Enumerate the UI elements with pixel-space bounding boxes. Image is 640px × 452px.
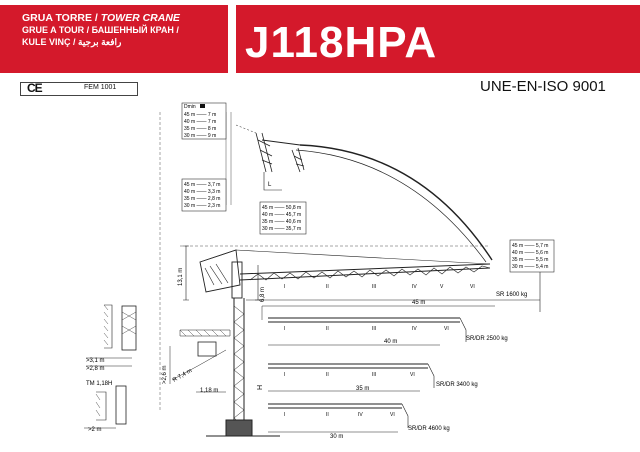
section-label: III (372, 284, 376, 290)
height-row-30: 30 m —— 35,7 m (262, 226, 301, 232)
l-row-40: 40 m —— 3,3 m (184, 189, 220, 195)
fem-standard: FEM 1001 (84, 84, 117, 91)
slewing-unit (231, 261, 243, 299)
raised-jib-lattice (255, 132, 273, 173)
height-row-45: 45 m —— 50,8 m (262, 205, 301, 211)
clearance-3-1-label: >3,1 m (86, 358, 105, 364)
jib-load-label: SR/DR 3400 kg (436, 382, 478, 388)
model-title: J118HPA (245, 18, 438, 67)
certification-box (20, 82, 138, 96)
header-banner (0, 5, 640, 73)
height-table: 45 m —— 50,8 m 40 m —— 45,7 m 35 m —— 40… (259, 201, 307, 235)
luffing-table: Dmin 45 m —— 7 m 40 m —— 7 m 35 m —— 8 m… (181, 102, 227, 140)
right-row-45: 45 m —— 5,7 m (512, 243, 548, 249)
tower-mast (233, 298, 245, 430)
luffing-row-35: 35 m —— 8 m (184, 126, 216, 132)
jib-length-label: 40 m (384, 339, 397, 345)
clearance-2-6-label: >2,6 m (162, 365, 168, 384)
l-dimension-label: L (268, 182, 272, 188)
height-6-8-label: 6,8 m (260, 287, 266, 302)
base-1-18-label: 1,18 m (200, 388, 218, 394)
jib-config-45m: I II III IV V VI 45 m SR 1600 kg (284, 284, 527, 306)
luffed-jib-arc (299, 144, 493, 261)
section-label: V (440, 284, 444, 290)
section-label: I (284, 326, 285, 332)
height-13-1-label: 13,1 m (178, 268, 184, 286)
ce-mark: CE (27, 81, 43, 95)
crane-type-en: TOWER CRANE (100, 12, 180, 24)
jib-30m (268, 403, 402, 409)
luffing-row-40: 40 m —— 7 m (184, 119, 216, 125)
luffing-table-header: Dmin (184, 104, 196, 110)
crane-type-labels: GRUA TORRE / TOWER CRANE GRUE A TOUR / Б… (22, 12, 180, 48)
crane-type-es: GRUA TORRE / (22, 12, 101, 24)
crane-type-tr-ar: KULE VINÇ / رافعة برجية (22, 37, 122, 47)
height-row-35: 35 m —— 40,6 m (262, 219, 301, 225)
height-h-label: H (257, 385, 264, 390)
section-label: I (284, 412, 285, 418)
jib-length-label: 45 m (412, 300, 425, 306)
section-label: VI (470, 284, 475, 290)
jib-length-label: 35 m (356, 386, 369, 392)
counter-jib (199, 249, 241, 293)
radius-7-4-label: R 7,4 m (172, 368, 193, 384)
jib-load-label: SR/DR 4600 kg (408, 426, 450, 432)
l-row-30: 30 m —— 2,3 m (184, 203, 220, 209)
luffing-row-45: 45 m —— 7 m (184, 112, 216, 118)
right-row-40: 40 m —— 5,6 m (512, 250, 548, 256)
slewing-detail (197, 341, 217, 357)
l-row-35: 35 m —— 2,8 m (184, 196, 220, 202)
section-label: II (326, 412, 329, 418)
section-label: VI (390, 412, 395, 418)
luffed-jib-arc-inner (295, 149, 487, 263)
section-label: IV (358, 412, 363, 418)
section-label: III (372, 326, 376, 332)
crane-type-fr-ru: GRUE A TOUR / БАШЕННЫЙ КРАН / (22, 25, 179, 35)
jib-40m (268, 317, 460, 323)
section-label: I (284, 372, 285, 378)
section-label: VI (444, 326, 449, 332)
jib-load-label: SR 1600 kg (496, 292, 527, 298)
header-divider (228, 5, 236, 73)
l-table: 45 m —— 3,7 m 40 m —— 3,3 m 35 m —— 2,8 … (181, 178, 272, 212)
section-label: IV (412, 326, 417, 332)
tm-mast-section (115, 385, 127, 425)
section-label: II (326, 284, 329, 290)
section-label: IV (412, 284, 417, 290)
tower-base (225, 419, 253, 437)
section-label: III (372, 372, 376, 378)
l-row-45: 45 m —— 3,7 m (184, 182, 220, 188)
section-label: VI (410, 372, 415, 378)
jib-35m (268, 363, 428, 369)
jib-tie-rod (235, 249, 491, 265)
tm-label: TM 1,18H (86, 381, 112, 387)
luffing-row-30: 30 m —— 9 m (184, 133, 216, 139)
section-label: I (284, 284, 285, 290)
jib-load-label: SR/DR 2500 kg (466, 336, 508, 342)
climbing-frame (121, 305, 137, 351)
jib-config-30m: I II IV VI 30 m SR/DR 4600 kg (284, 412, 450, 440)
right-row-35: 35 m —— 5,5 m (512, 257, 548, 263)
clearance-2-label: >2 m (88, 427, 102, 433)
right-table: 45 m —— 5,7 m 40 m —— 5,6 m 35 m —— 5,5 … (509, 239, 555, 273)
jib-length-label: 30 m (330, 434, 343, 440)
jib-config-35m: I II III VI 35 m SR/DR 3400 kg (284, 372, 478, 392)
iso-standard: UNE-EN-ISO 9001 (480, 78, 606, 95)
jib-config-40m: I II III IV VI 40 m SR/DR 2500 kg (284, 326, 508, 345)
section-label: II (326, 372, 329, 378)
right-row-30: 30 m —— 5,4 m (512, 264, 548, 270)
section-label: II (326, 326, 329, 332)
clearance-2-8-label: >2,8 m (86, 366, 105, 372)
jib-lattice (249, 265, 491, 281)
height-row-40: 40 m —— 45,7 m (262, 212, 301, 218)
